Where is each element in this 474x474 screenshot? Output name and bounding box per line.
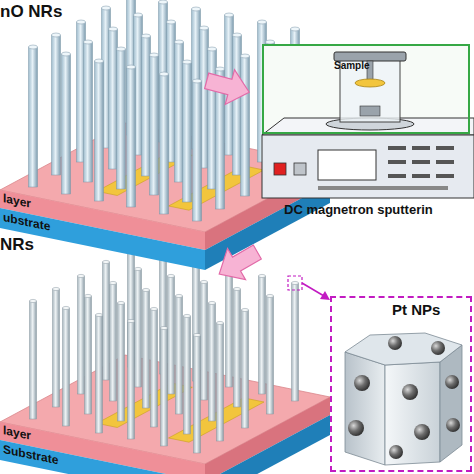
sputtering-machine xyxy=(262,46,474,198)
chamber-box: Sample xyxy=(262,44,470,134)
pt-decorated-nanorod-array xyxy=(0,247,330,474)
zoom-box: Pt NPs xyxy=(330,296,472,472)
sample-label: nO NRs xyxy=(0,3,62,22)
node-text: Pt NPs xyxy=(392,302,440,319)
leader-line xyxy=(302,283,324,296)
zoom-marker xyxy=(288,276,302,290)
node-text: Sample xyxy=(334,60,370,71)
hexagonal-nanorod xyxy=(345,333,462,465)
equipment-label: DC magnetron sputterin xyxy=(284,203,433,217)
substrate-band: Substrate xyxy=(0,438,206,474)
sample-label: NRs xyxy=(0,236,34,255)
arrow-head xyxy=(320,291,330,300)
process-arrow xyxy=(210,236,266,289)
process-arrow xyxy=(202,63,254,109)
